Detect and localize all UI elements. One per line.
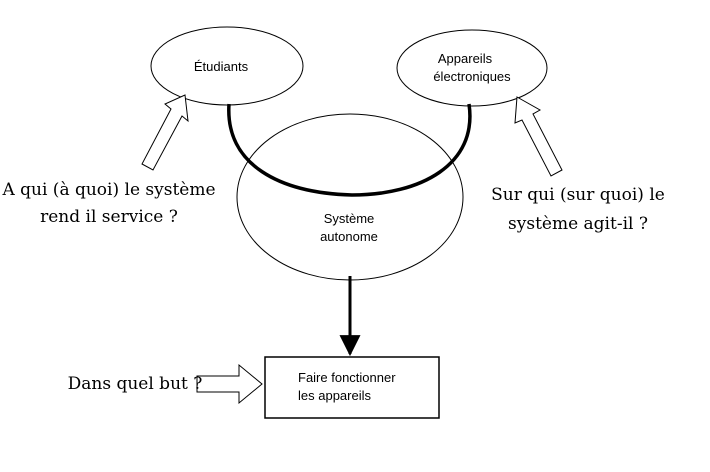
question-service-line1: A qui (à quoi) le système: [1, 180, 215, 200]
question-agit-line1: Sur qui (sur quoi) le: [491, 185, 665, 205]
but-box: [264, 356, 440, 419]
appareils-label-line2: électroniques: [433, 69, 511, 84]
question-agit-line2: système agit-il ?: [508, 214, 648, 234]
etudiants-node: [150, 26, 304, 106]
question-but: Dans quel but ?: [68, 374, 203, 394]
systeme-node: [236, 113, 464, 281]
question-service-line2: rend il service ?: [40, 207, 178, 227]
systeme-label-line2: autonome: [320, 229, 378, 244]
question-arrow-agit: [514, 96, 563, 177]
question-arrow-but: [196, 363, 263, 405]
etudiants-label: Étudiants: [194, 59, 249, 74]
systeme-label-line1: Système: [324, 211, 375, 226]
horn-curve: [227, 103, 472, 197]
appareils-label-line1: Appareils: [438, 51, 493, 66]
but-label-line1: Faire fonctionner: [298, 370, 396, 385]
but-label-line2: les appareils: [298, 388, 371, 403]
question-arrow-service: [141, 94, 189, 171]
appareils-node: [396, 29, 548, 107]
